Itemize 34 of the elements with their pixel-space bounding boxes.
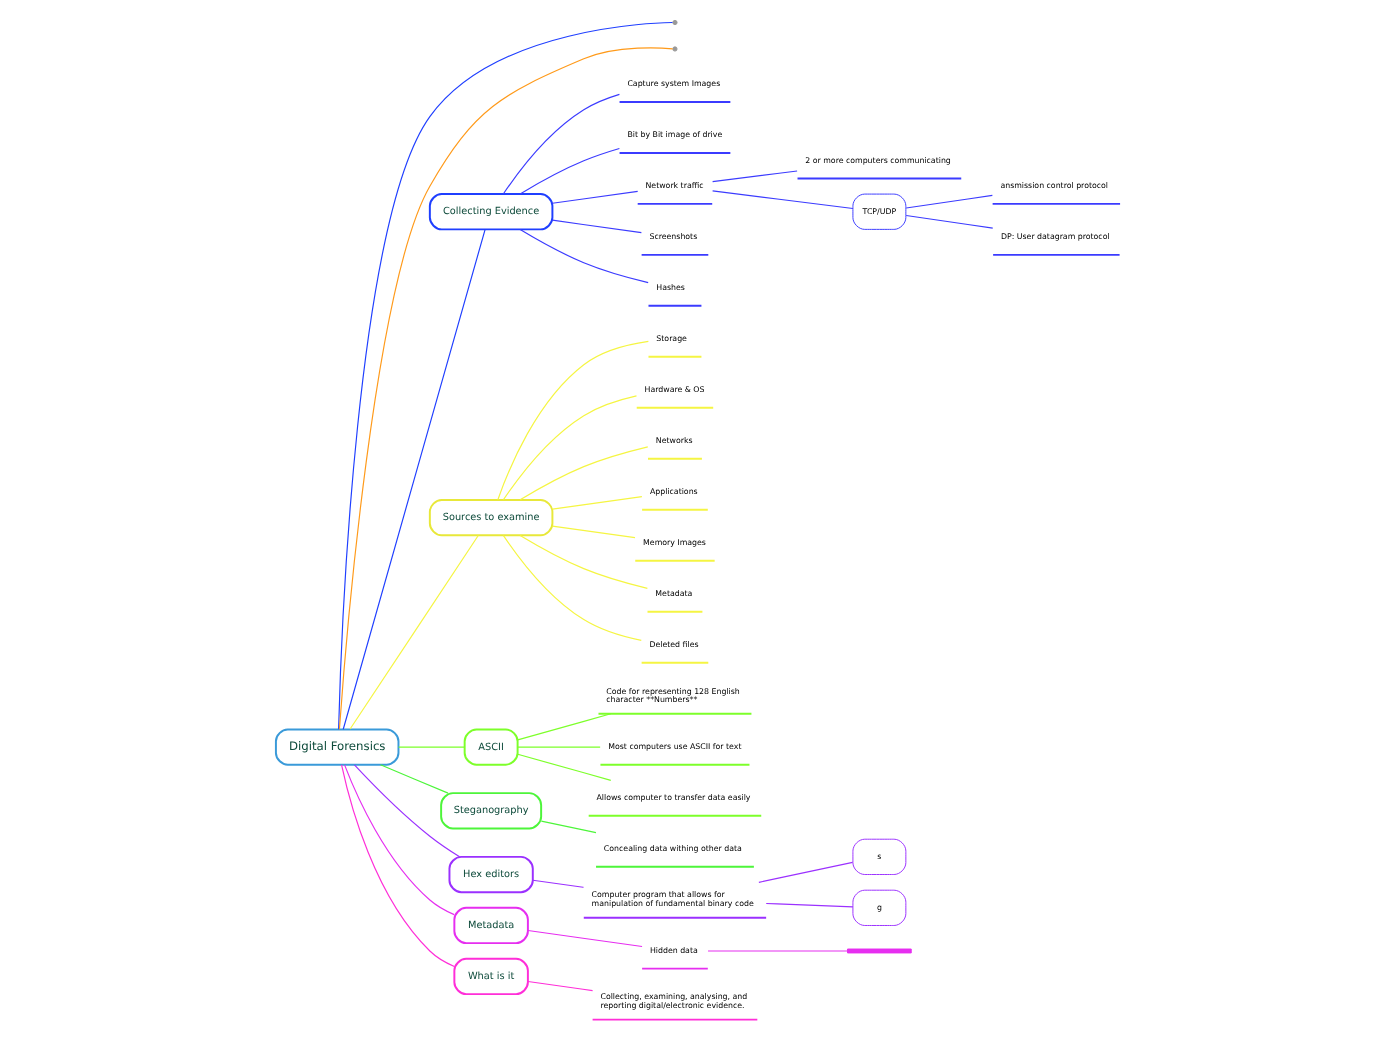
connector	[348, 534, 478, 730]
connector	[518, 147, 619, 195]
connector	[501, 395, 637, 501]
connector	[550, 219, 641, 234]
connector	[516, 753, 611, 781]
connector	[341, 229, 485, 730]
connector	[352, 764, 460, 858]
connector	[526, 980, 593, 992]
connector	[397, 746, 464, 748]
connector	[518, 446, 648, 501]
connector	[518, 229, 648, 284]
connector	[757, 861, 853, 883]
connector	[904, 214, 993, 229]
connector	[711, 190, 853, 210]
connector	[531, 879, 584, 888]
connector	[706, 950, 848, 952]
connector	[764, 902, 853, 908]
connector	[378, 764, 448, 794]
node-bar	[846, 948, 911, 954]
connector	[518, 534, 647, 589]
connector	[550, 190, 638, 204]
connector	[904, 194, 992, 209]
connector	[501, 535, 641, 641]
connector	[501, 93, 619, 195]
connector	[496, 340, 648, 501]
connector	[340, 764, 454, 968]
connector	[516, 746, 600, 748]
connector	[550, 525, 635, 539]
connector	[516, 713, 611, 741]
connector	[526, 929, 642, 948]
connector	[342, 764, 454, 916]
connector	[550, 496, 642, 510]
connector	[539, 820, 596, 834]
connector	[711, 170, 797, 183]
